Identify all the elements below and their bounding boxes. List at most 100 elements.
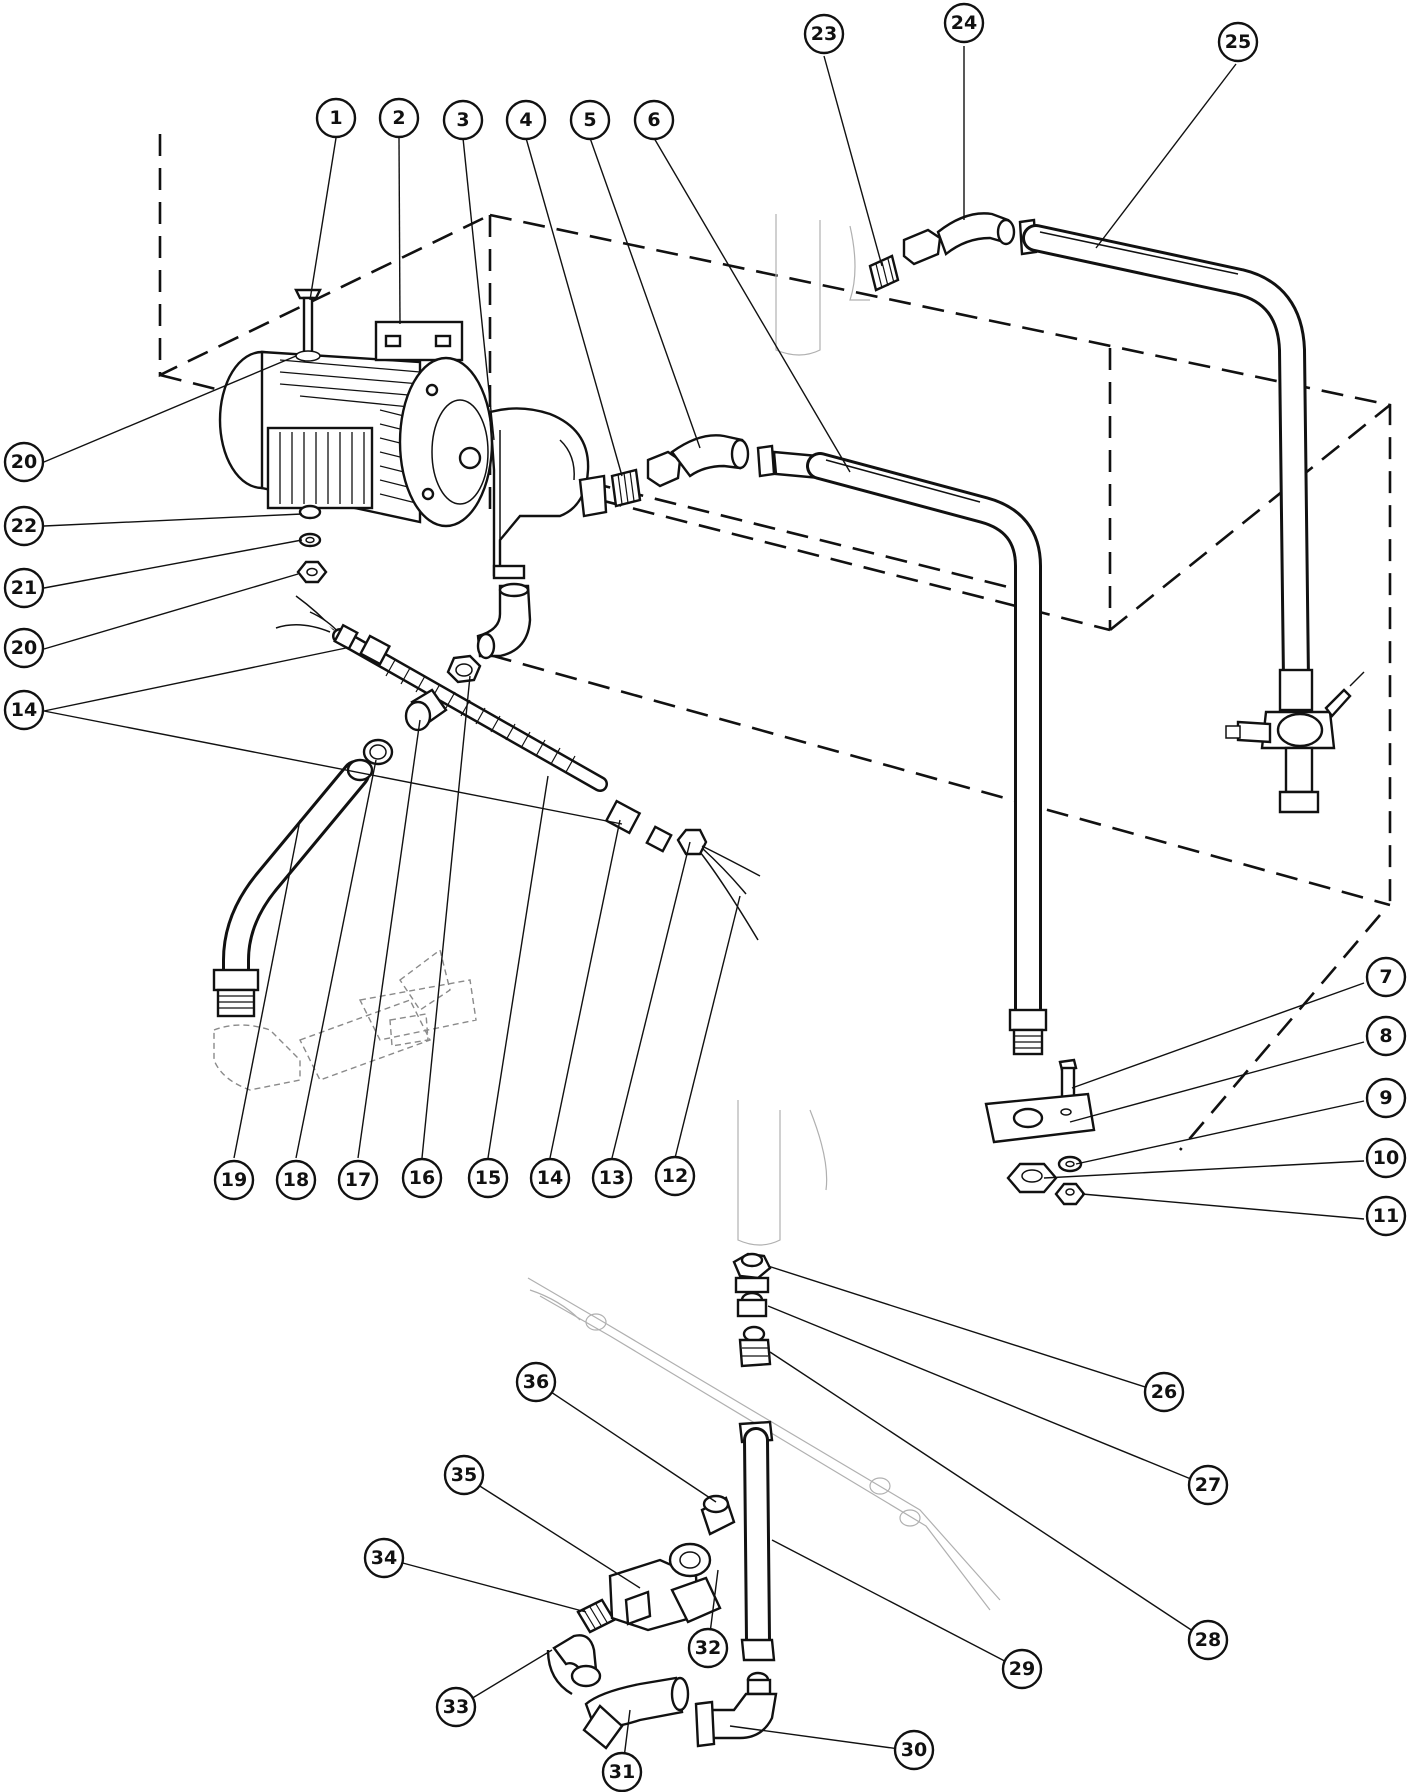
electric-motor xyxy=(218,320,494,528)
motor-mounting-bolt xyxy=(294,288,322,362)
callout-12: 12 xyxy=(654,1155,696,1197)
svg-text:22: 22 xyxy=(11,515,37,537)
svg-text:18: 18 xyxy=(283,1169,309,1191)
svg-text:10: 10 xyxy=(1373,1147,1399,1169)
locknut-16 xyxy=(446,654,482,684)
lower-bolt-washer-nut xyxy=(296,504,328,584)
callout-17: 17 xyxy=(337,1159,379,1201)
gland-body-17 xyxy=(404,688,448,732)
callout-36: 36 xyxy=(515,1361,557,1403)
ghost-tank-outlet-top xyxy=(775,214,870,356)
callout-35: 35 xyxy=(443,1454,485,1496)
callout-20-lower: 20 xyxy=(3,627,45,669)
pipe-reducer-31 xyxy=(582,1676,690,1750)
svg-text:29: 29 xyxy=(1009,1658,1035,1680)
callout-10: 10 xyxy=(1365,1137,1407,1179)
locknut-10 xyxy=(1006,1162,1058,1194)
callout-6: 6 xyxy=(633,99,675,141)
callout-34: 34 xyxy=(363,1537,405,1579)
svg-text:16: 16 xyxy=(409,1167,435,1189)
pump-outlet-elbow-lower xyxy=(476,582,532,660)
callout-33: 33 xyxy=(435,1686,477,1728)
svg-text:7: 7 xyxy=(1379,966,1392,988)
ghost-tank-outlet-bottom xyxy=(737,1100,828,1246)
callout-9: 9 xyxy=(1365,1077,1407,1119)
fitting-27 xyxy=(736,1291,768,1318)
svg-text:31: 31 xyxy=(609,1761,635,1783)
outlet-valve-assembly xyxy=(1225,668,1365,814)
svg-text:26: 26 xyxy=(1151,1381,1177,1403)
svg-text:36: 36 xyxy=(523,1371,549,1393)
callout-20-upper: 20 xyxy=(3,441,45,483)
svg-text:33: 33 xyxy=(443,1696,469,1718)
svg-text:20: 20 xyxy=(11,637,37,659)
callout-14-upper: 14 xyxy=(3,689,45,731)
elbow-fitting-5 xyxy=(646,434,750,488)
callout-15: 15 xyxy=(467,1157,509,1199)
sealing-washer-18 xyxy=(362,738,394,766)
svg-text:30: 30 xyxy=(901,1739,927,1761)
svg-text:4: 4 xyxy=(519,109,532,131)
gland-nut-13 xyxy=(676,828,708,856)
svg-text:14: 14 xyxy=(11,699,37,721)
nipple-36 xyxy=(700,1494,736,1536)
cable-wires-upper xyxy=(275,595,341,635)
callout-19: 19 xyxy=(213,1159,255,1201)
svg-text:6: 6 xyxy=(647,109,660,131)
nipple-34 xyxy=(576,1598,616,1634)
callout-1: 1 xyxy=(315,97,357,139)
svg-text:23: 23 xyxy=(811,23,837,45)
valve-body-35 xyxy=(608,1542,722,1632)
callout-29: 29 xyxy=(1001,1648,1043,1690)
callout-4: 4 xyxy=(505,99,547,141)
pipe-6 xyxy=(756,444,1048,1056)
elbow-30 xyxy=(694,1671,778,1748)
svg-text:25: 25 xyxy=(1225,31,1251,53)
callout-16: 16 xyxy=(401,1157,443,1199)
callout-18: 18 xyxy=(275,1159,317,1201)
callout-21: 21 xyxy=(3,567,45,609)
callout-13: 13 xyxy=(591,1157,633,1199)
cable-gland-14-lower xyxy=(604,799,673,853)
fitting-28 xyxy=(738,1325,772,1368)
callout-30: 30 xyxy=(893,1729,935,1771)
callout-24: 24 xyxy=(943,2,985,44)
svg-text:3: 3 xyxy=(456,109,469,131)
callout-11: 11 xyxy=(1365,1195,1407,1237)
svg-text:5: 5 xyxy=(583,109,596,131)
callout-25: 25 xyxy=(1217,21,1259,63)
pump-volute-housing xyxy=(488,407,608,580)
washer-9 xyxy=(1057,1155,1083,1173)
callout-28: 28 xyxy=(1187,1619,1229,1661)
nipple-fitting-4 xyxy=(610,468,642,508)
pipe-25 xyxy=(1018,218,1310,694)
svg-text:12: 12 xyxy=(662,1165,688,1187)
callout-8: 8 xyxy=(1365,1015,1407,1057)
cable-gland-14-upper xyxy=(333,623,392,666)
cable-conduit-15 xyxy=(332,628,608,792)
callout-31: 31 xyxy=(601,1751,643,1792)
svg-text:34: 34 xyxy=(371,1547,397,1569)
svg-text:27: 27 xyxy=(1195,1474,1221,1496)
svg-text:1: 1 xyxy=(329,107,342,129)
svg-text:2: 2 xyxy=(392,107,405,129)
svg-text:9: 9 xyxy=(1379,1087,1392,1109)
svg-text:14: 14 xyxy=(537,1167,563,1189)
svg-text:24: 24 xyxy=(951,12,977,34)
svg-text:19: 19 xyxy=(221,1169,247,1191)
svg-text:13: 13 xyxy=(599,1167,625,1189)
callout-5: 5 xyxy=(569,99,611,141)
callout-23: 23 xyxy=(803,13,845,55)
leader-lines xyxy=(43,46,1365,1775)
suction-pipe-19 xyxy=(212,758,374,1018)
svg-text:15: 15 xyxy=(475,1167,501,1189)
callout-22: 22 xyxy=(3,505,45,547)
svg-text:32: 32 xyxy=(695,1637,721,1659)
callout-7: 7 xyxy=(1365,956,1407,998)
svg-text:8: 8 xyxy=(1379,1025,1392,1047)
svg-text:21: 21 xyxy=(11,577,37,599)
nipple-fitting-23 xyxy=(868,254,900,292)
callout-27: 27 xyxy=(1187,1464,1229,1506)
callout-2: 2 xyxy=(378,97,420,139)
